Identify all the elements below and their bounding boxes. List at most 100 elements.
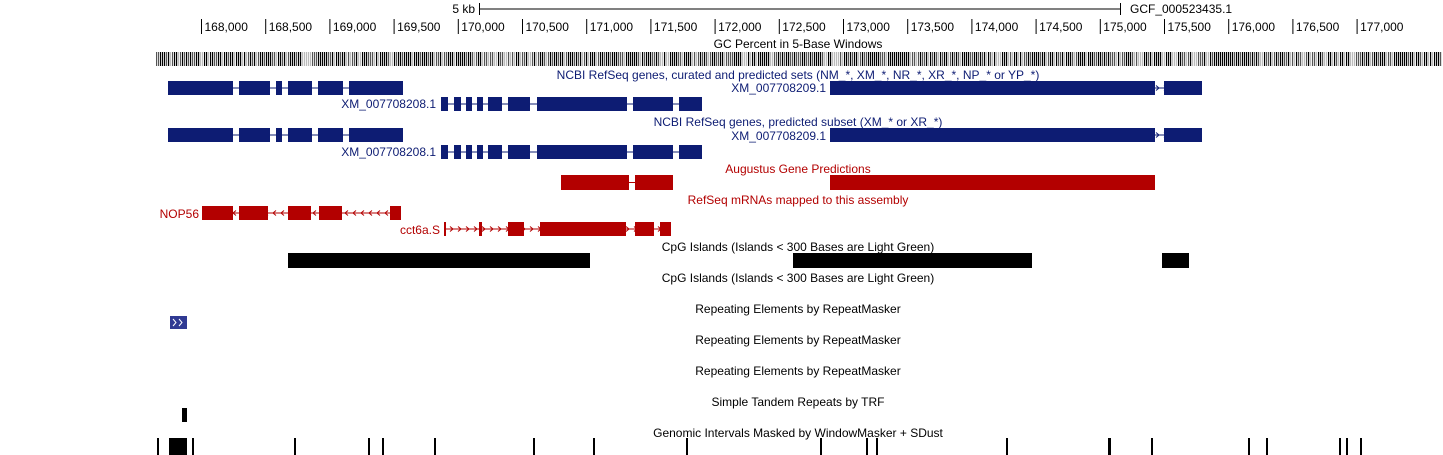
masked-interval[interactable] <box>1339 438 1341 455</box>
exon[interactable] <box>168 128 233 142</box>
exon[interactable] <box>830 81 1155 95</box>
exon[interactable] <box>540 222 626 236</box>
exon[interactable] <box>633 97 673 111</box>
gene-model[interactable] <box>444 222 671 236</box>
masked-interval[interactable] <box>157 438 159 455</box>
exon[interactable] <box>508 145 530 159</box>
exon[interactable] <box>318 128 343 142</box>
refseq-curated-genes[interactable] <box>168 81 1202 111</box>
exon[interactable] <box>830 175 1155 190</box>
exon[interactable] <box>441 97 448 111</box>
gene-model[interactable] <box>441 145 702 159</box>
refseq-mrna-gene-label-nop56[interactable]: NOP56 <box>160 207 200 221</box>
exon[interactable] <box>479 222 482 236</box>
exon[interactable] <box>288 128 312 142</box>
exon[interactable] <box>288 206 311 220</box>
exon[interactable] <box>466 97 472 111</box>
exon[interactable] <box>276 128 282 142</box>
exon[interactable] <box>318 81 343 95</box>
gc-bar <box>570 52 572 66</box>
masked-interval[interactable] <box>1248 438 1250 455</box>
masked-interval[interactable] <box>382 438 384 455</box>
exon[interactable] <box>477 145 483 159</box>
exon[interactable] <box>454 97 461 111</box>
masked-interval[interactable] <box>1006 438 1008 455</box>
exon[interactable] <box>349 128 403 142</box>
exon[interactable] <box>488 97 502 111</box>
refseq-predicted-gene-label-left[interactable]: XM_007708208.1 <box>341 145 436 159</box>
refseq-predicted-gene-label-right[interactable]: XM_007708209.1 <box>731 129 826 143</box>
exon[interactable] <box>1164 81 1202 95</box>
masked-interval[interactable] <box>169 438 187 455</box>
exon[interactable] <box>1164 128 1202 142</box>
gene-model[interactable] <box>168 128 403 142</box>
cpg-island[interactable] <box>1162 253 1189 268</box>
masked-interval[interactable] <box>820 438 822 455</box>
cpg-islands-features[interactable] <box>288 253 1189 268</box>
exon[interactable] <box>679 97 702 111</box>
exon[interactable] <box>679 145 702 159</box>
masked-interval[interactable] <box>1346 438 1348 455</box>
masked-interval[interactable] <box>294 438 296 455</box>
exon[interactable] <box>488 145 502 159</box>
exon[interactable] <box>239 81 270 95</box>
exon[interactable] <box>319 206 342 220</box>
gc-percent-barcode[interactable] <box>156 52 1442 66</box>
exon[interactable] <box>660 222 671 236</box>
exon[interactable] <box>537 145 627 159</box>
exon[interactable] <box>349 81 403 95</box>
masked-interval[interactable] <box>533 438 535 455</box>
refseq-mrna-alignments[interactable] <box>202 206 671 236</box>
cpg-island[interactable] <box>288 253 590 268</box>
exon[interactable] <box>276 81 282 95</box>
exon[interactable] <box>444 222 446 236</box>
exon[interactable] <box>454 145 461 159</box>
gene-model[interactable] <box>441 97 702 111</box>
exon[interactable] <box>633 145 673 159</box>
refseq-curated-gene-label-right[interactable]: XM_007708209.1 <box>731 81 826 95</box>
tandem-repeat[interactable] <box>182 408 187 422</box>
masked-interval[interactable] <box>876 438 878 455</box>
refseq-mrna-gene-label-cct6a[interactable]: cct6a.S <box>400 223 440 237</box>
exon[interactable] <box>635 222 654 236</box>
windowmasker-intervals[interactable] <box>157 438 1362 455</box>
exon[interactable] <box>635 175 673 190</box>
exon[interactable] <box>466 145 472 159</box>
exon[interactable] <box>441 145 448 159</box>
masked-interval[interactable] <box>434 438 436 455</box>
exon[interactable] <box>537 97 627 111</box>
exon[interactable] <box>508 97 530 111</box>
gene-model[interactable] <box>830 81 1202 95</box>
refseq-curated-gene-label-left[interactable]: XM_007708208.1 <box>341 97 436 111</box>
gene-model[interactable] <box>561 175 673 190</box>
masked-interval[interactable] <box>1108 438 1111 455</box>
exon[interactable] <box>288 81 312 95</box>
gene-model[interactable] <box>830 128 1202 142</box>
exon[interactable] <box>508 222 524 236</box>
exon[interactable] <box>168 81 233 95</box>
exon[interactable] <box>239 206 268 220</box>
exon[interactable] <box>561 175 629 190</box>
exon[interactable] <box>239 128 270 142</box>
masked-interval[interactable] <box>686 438 688 455</box>
masked-interval[interactable] <box>368 438 370 455</box>
masked-interval[interactable] <box>866 438 868 455</box>
refseq-predicted-genes[interactable] <box>168 128 1202 159</box>
masked-interval[interactable] <box>593 438 595 455</box>
cpg-island[interactable] <box>793 253 1032 268</box>
gene-model[interactable] <box>830 175 1155 190</box>
exon[interactable] <box>477 97 483 111</box>
exon[interactable] <box>390 206 401 220</box>
gene-model[interactable] <box>168 81 403 95</box>
exon[interactable] <box>202 206 233 220</box>
exon[interactable] <box>830 128 1155 142</box>
masked-interval[interactable] <box>192 438 194 455</box>
masked-interval[interactable] <box>1266 438 1268 455</box>
augustus-gene-predictions[interactable] <box>561 175 1155 190</box>
repeatmasker-element[interactable] <box>170 316 187 329</box>
masked-interval[interactable] <box>1360 438 1362 455</box>
masked-interval[interactable] <box>1151 438 1153 455</box>
gene-model[interactable] <box>202 206 401 220</box>
